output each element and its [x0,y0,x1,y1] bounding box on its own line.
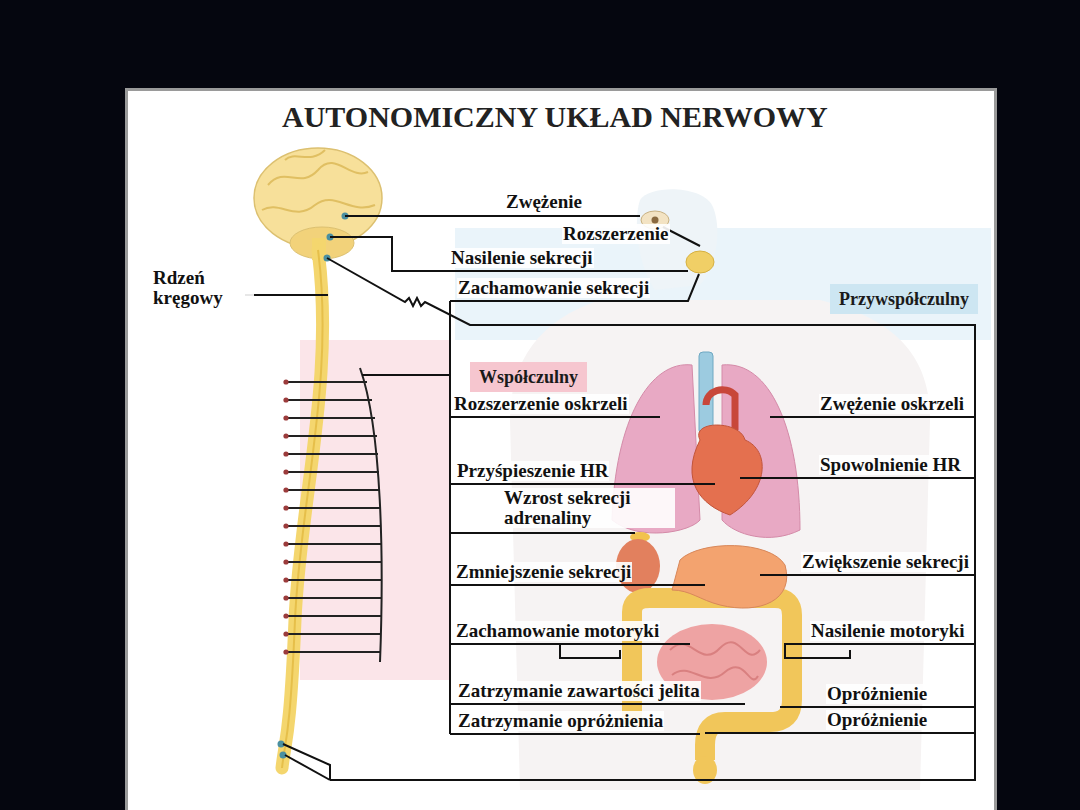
annotation-label: Zwężenie oskrzeli [819,394,965,414]
box-text: Przywspółczulny [839,288,969,310]
ganglion-dots-part [283,559,288,564]
nerve-wires-part [450,416,660,418]
annotation-label: Rdzeń kręgowy [152,268,254,308]
nerve-wires-part [560,644,620,658]
nerve-wires-part [450,274,699,301]
annotation-label: Rozszerzenie oskrzeli [453,394,629,414]
sympathetic-chain-part [288,453,378,455]
ganglion-dots-part [283,469,288,474]
nerve-wires-part [450,703,745,705]
nerve-wires-part [245,294,328,296]
sympathetic-chain-part [288,489,380,491]
ganglion-dots [283,379,288,654]
sympathetic-chain-part [288,561,381,563]
diagram-title: AUTONOMICZNY UKŁAD NERWOWY [282,100,828,134]
organs-part [652,217,659,224]
ganglion-dots-part [283,595,288,600]
ganglion-dots-part [283,451,288,456]
ganglion-dots-part [283,523,288,528]
ganglion-dots-part [283,613,288,618]
nerve-wires-part [770,416,975,418]
ganglion-dots-part [283,433,288,438]
nerve-wires-part [345,215,640,217]
ganglion-dots-part [283,415,288,420]
sympathetic-chain-part [360,368,382,662]
sympathetic-chain-part [288,471,379,473]
ganglion-dots-part [283,505,288,510]
ganglion-dots-part [283,379,288,384]
nerve-wires-part [780,706,975,708]
sympathetic-chain-part [288,633,381,635]
nerve-wires [245,216,975,780]
ganglion-dots-part [283,487,288,492]
brain-part [268,163,368,185]
organs-part [706,390,735,430]
annotation-label: Nasilenie sekrecji [450,248,594,268]
annotation-label: Zwężenie [505,192,583,212]
nerve-wires-part [450,584,705,586]
sympathetic-chain [288,368,382,662]
sympathetic-chain-part [288,651,380,653]
nerve-wires-part [740,477,975,479]
nerve-wires-part [283,744,330,780]
annotation-label: Wzrost sekrecji adrenaliny [503,488,675,528]
sympathetic-chain-part [288,417,375,419]
annotation-label: Zachamowanie sekrecji [457,278,650,298]
nerve-wires-part [705,732,975,734]
annotation-label: Opróżnienie [826,684,928,704]
annotation-label: Nasilenie motoryki [810,621,966,641]
annotation-label: Przyśpieszenie HR [456,461,609,481]
sympathetic-chain-part [288,579,381,581]
sympathetic-chain-part [288,381,367,383]
sympathetic-chain-part [288,399,372,401]
box-text: Współczulny [479,366,578,388]
sympathetic-chain-part [288,597,381,599]
nerve-wires-part [327,258,975,780]
organs-part [672,546,787,608]
annotation-label: Spowolnienie HR [819,455,962,475]
sympathetic-chain-part [288,435,377,437]
sympathetic-chain-part [288,615,381,617]
brain-part [262,200,375,212]
body-silhouette [300,189,991,790]
region-label-box: Przywspółczulny [830,284,978,314]
brain [254,148,382,260]
nerve-wires-part [450,483,715,485]
region-label-box: Współczulny [470,362,587,392]
organs-part [670,642,760,679]
ganglion-dots-part [283,631,288,636]
sympathetic-chain-part [288,507,381,509]
sympathetic-chain-part [288,525,381,527]
nerve-wires-part [362,374,450,376]
annotation-label: Rozszerzenie [562,224,670,244]
annotation-label: Zmniejszenie sekrecji [455,562,632,582]
organs-part [692,425,762,515]
nerve-wires-part [785,644,975,658]
ganglion-dots-part [283,541,288,546]
annotation-label: Opróżnienie [826,710,928,730]
ganglion-dots-part [283,649,288,654]
annotation-label: Zwiększenie sekrecji [801,552,970,572]
nerve-wires-part [449,301,451,734]
nerve-wires-part [285,755,330,780]
annotation-label: Zatrzymanie opróżnienia [457,711,664,731]
nerve-wires-part [450,532,635,534]
ganglion-dots-part [283,397,288,402]
annotation-label: Zachamowanie motoryki [455,621,660,641]
organs-part [686,251,714,273]
annotation-label: Zatrzymanie zawartości jelita [457,681,701,701]
nerve-wires-part [760,574,975,576]
sympathetic-chain-part [288,543,381,545]
nerve-wires-part [450,643,690,645]
nerve-wires-part [450,733,700,735]
ganglion-dots-part [283,577,288,582]
brain-part [285,150,325,160]
